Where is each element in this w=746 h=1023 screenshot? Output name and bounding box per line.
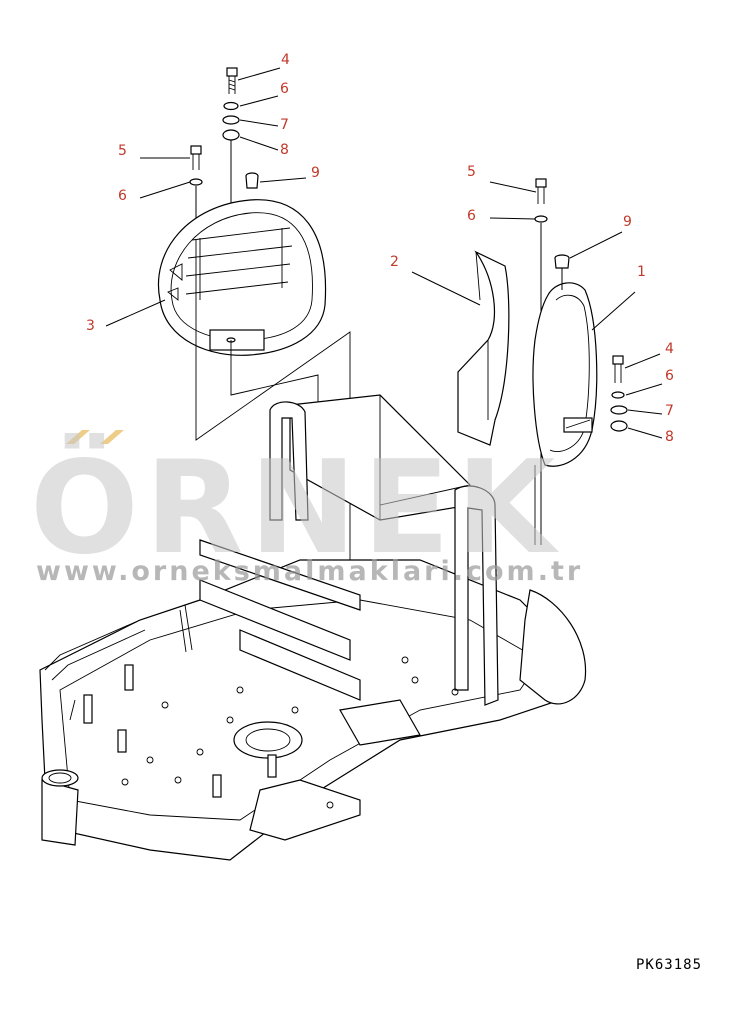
callout-left-9: 9 xyxy=(311,165,320,181)
left-bolt-4 xyxy=(226,67,238,94)
callout-mid-2: 2 xyxy=(390,254,399,270)
callout-left-8: 8 xyxy=(280,142,289,158)
drawing-code: PK63185 xyxy=(636,957,702,973)
left-washer-8 xyxy=(222,129,240,141)
right-grommet-9 xyxy=(554,254,570,269)
callout-right-9: 9 xyxy=(623,214,632,230)
callout-left-7: 7 xyxy=(280,117,289,133)
callout-leaders xyxy=(105,67,663,439)
main-frame xyxy=(39,394,587,861)
watermark-url: www.orneksmalmaklari.com.tr xyxy=(36,556,583,587)
callout-labels: 4 6 7 8 5 6 9 3 5 6 2 9 1 4 6 7 8 xyxy=(86,52,674,445)
left-grommet-9 xyxy=(245,172,259,189)
right-washer-7 xyxy=(610,405,628,415)
callout-left-3: 3 xyxy=(86,318,95,334)
mid-bolt-5 xyxy=(535,178,547,204)
right-washer-6 xyxy=(611,391,625,399)
left-washer-6 xyxy=(223,101,239,111)
watermark-brand: ÖRNEK xyxy=(30,433,561,583)
callout-right-4: 4 xyxy=(665,341,674,357)
callout-right-6: 6 xyxy=(665,368,674,384)
callout-left-5: 5 xyxy=(118,143,127,159)
callout-right-8: 8 xyxy=(665,429,674,445)
right-washer-8 xyxy=(610,420,628,432)
callout-left-4: 4 xyxy=(281,52,290,68)
callout-right-7: 7 xyxy=(665,403,674,419)
right-bolt-4 xyxy=(612,355,624,383)
left-cover-3 xyxy=(158,199,327,356)
callout-mid-6: 6 xyxy=(467,208,476,224)
brand-accent-icon xyxy=(66,430,124,444)
watermark: ÖRNEK www.orneksmalmaklari.com.tr xyxy=(30,430,583,587)
right-cover-1 xyxy=(532,282,598,467)
left-washer-6b xyxy=(189,178,203,186)
left-bolt-5 xyxy=(190,145,202,170)
callout-mid-5: 5 xyxy=(467,164,476,180)
middle-plate-2 xyxy=(457,250,510,446)
mid-washer-6 xyxy=(534,215,548,223)
left-washer-7 xyxy=(222,115,240,125)
callout-right-1: 1 xyxy=(637,264,646,280)
callout-left-6a: 6 xyxy=(280,81,289,97)
callout-left-6b: 6 xyxy=(118,188,127,204)
